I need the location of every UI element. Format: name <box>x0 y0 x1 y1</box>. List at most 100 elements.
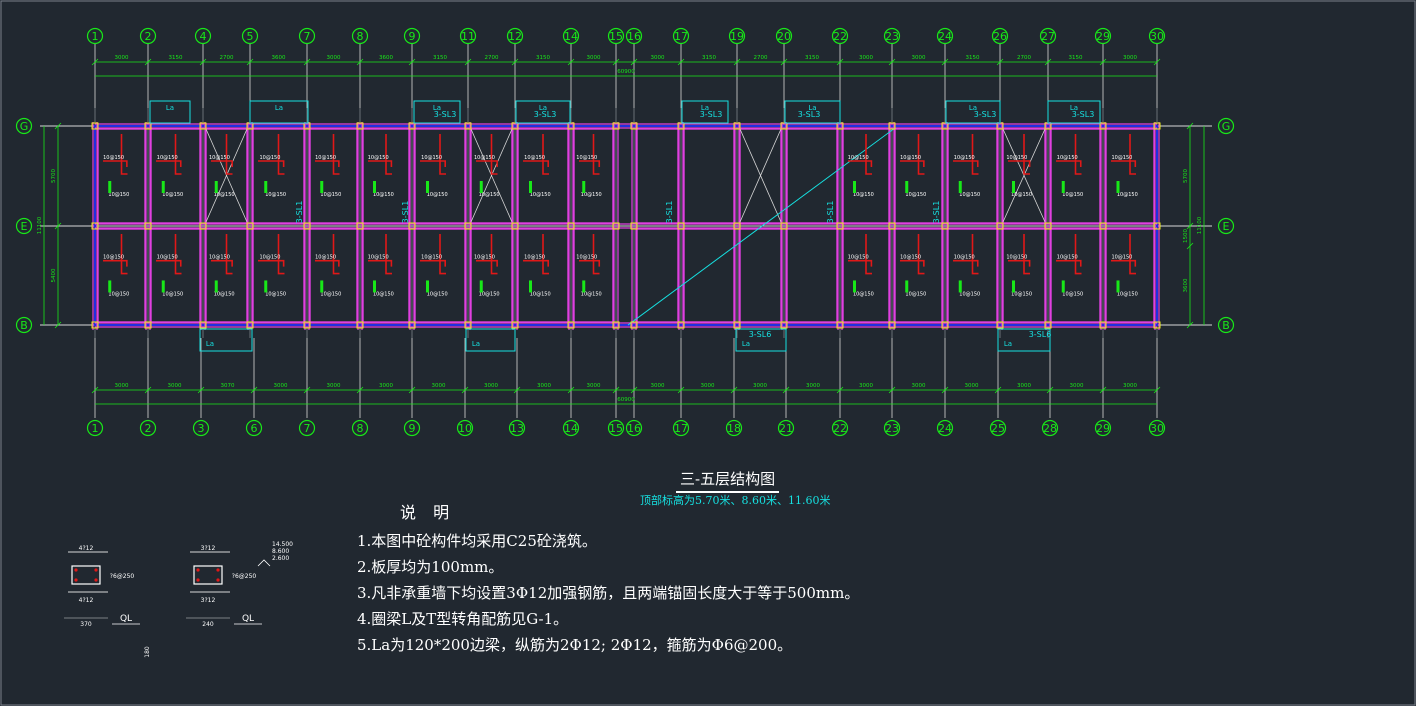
right-dim-total: 11100 <box>1197 216 1203 234</box>
column <box>567 122 575 130</box>
bottom-axis-label-bubble <box>831 419 849 437</box>
notes-heading: 说 明 <box>400 503 456 522</box>
rebar-spec: 10@150 <box>315 155 336 161</box>
beam-label: 3-SL1 <box>401 201 410 224</box>
bottom-dim-label: 3000 <box>1017 383 1031 389</box>
rebar-spec: 10@150 <box>479 192 500 198</box>
column <box>408 222 416 230</box>
rebar-spec: 10@150 <box>108 192 129 198</box>
rebar-mark <box>332 234 340 275</box>
bottom-dim-label: 3000 <box>912 383 926 389</box>
rebar-mark <box>420 259 446 267</box>
stair-cross <box>1002 128 1046 223</box>
detail-2-bar <box>196 578 200 582</box>
bottom-dim-label: 3000 <box>115 383 129 389</box>
rebar-mark <box>1056 160 1082 167</box>
rebar-spec: 10@150 <box>162 192 183 198</box>
rebar-mark <box>258 259 285 267</box>
column <box>91 321 99 329</box>
rebar-spec: 10@150 <box>1117 291 1138 297</box>
bottom-axis-label-bubble <box>86 419 104 437</box>
bottom-axis-label: 8 <box>357 422 364 435</box>
stair-cross <box>205 128 248 223</box>
top-dim-tick <box>1044 58 1052 66</box>
rebar-spec: 10@150 <box>421 155 442 161</box>
rebar-mark <box>315 259 340 267</box>
column <box>303 321 311 329</box>
edge-beam-tag: La <box>275 104 283 112</box>
top-axis-label: 27 <box>1041 30 1055 43</box>
bottom-dim-label: 3000 <box>327 383 341 389</box>
top-dim-label: 3000 <box>587 55 601 61</box>
rebar-tag <box>853 181 856 193</box>
column <box>356 122 364 130</box>
top-axis-label-bubble <box>936 27 954 45</box>
bottom-axis-label: 21 <box>779 422 793 435</box>
slab-panel <box>947 228 998 323</box>
top-dim-tick <box>511 58 519 66</box>
rebar-tag <box>479 181 483 193</box>
rebar-spec: 10@150 <box>581 192 602 198</box>
column <box>464 222 472 230</box>
slab-panel <box>842 228 890 323</box>
rebar-mark <box>315 160 340 167</box>
column <box>91 122 99 130</box>
slab-panel <box>739 128 782 224</box>
slab-panel <box>786 228 838 323</box>
bottom-axis-label-bubble <box>245 419 263 437</box>
rebar-spec: 10@150 <box>576 255 597 261</box>
detail-2-bar <box>216 578 220 582</box>
top-dim-tick <box>836 58 844 66</box>
rebar-spec: 10@150 <box>1111 255 1132 261</box>
right-row-label: G <box>1222 120 1231 133</box>
rebar-spec: 10@150 <box>368 155 389 161</box>
rebar-mark <box>368 259 393 267</box>
slab-panel <box>470 228 513 323</box>
edge-beam-box <box>945 100 1001 124</box>
top-dim-label: 3150 <box>1069 55 1083 61</box>
column <box>303 222 311 230</box>
beam-label: 3-SL6 <box>749 330 772 339</box>
rebar-mark <box>848 160 873 167</box>
rebar-mark <box>490 134 498 175</box>
rebar-tag <box>1012 280 1015 293</box>
rebar-spec: 10@150 <box>848 255 869 261</box>
rebar-spec: 10@150 <box>108 291 129 297</box>
bottom-axis-label: 2 <box>145 422 152 435</box>
top-dim-tick <box>1099 58 1107 66</box>
rebar-spec: 10@150 <box>259 155 280 161</box>
beam-label: 3-SL3 <box>974 110 997 119</box>
note-1: 1.本图中砼构件均采用C25砼浇筑。 <box>357 532 597 550</box>
top-axis-label: 7 <box>304 30 311 43</box>
bottom-axis-label: 30 <box>1150 422 1164 435</box>
right-row-label-bubble <box>1217 217 1235 235</box>
edge-beam-tag: La <box>1070 104 1078 112</box>
rebar-tag <box>108 181 112 193</box>
rebar-mark <box>120 234 128 275</box>
bottom-dim-label: 3000 <box>587 383 601 389</box>
beam-label: 3-SL1 <box>665 201 674 224</box>
slab-panel <box>1105 228 1155 323</box>
rebar-tag <box>214 181 218 193</box>
column <box>464 321 472 329</box>
slab-panel <box>252 128 305 224</box>
slab-panel <box>1002 228 1046 323</box>
column <box>408 321 416 329</box>
rebar-mark <box>156 160 182 167</box>
rebar-mark <box>900 259 925 267</box>
column <box>780 122 788 130</box>
rebar-mark <box>542 134 549 175</box>
right-dim-tick <box>1186 242 1194 250</box>
column <box>677 321 685 329</box>
top-axis-label: 22 <box>833 30 847 43</box>
left-row-label: E <box>21 220 28 233</box>
top-axis-label: 16 <box>627 30 641 43</box>
rebar-tag <box>529 181 532 193</box>
slab-panel <box>636 228 679 323</box>
column <box>733 122 741 130</box>
detail-1-bar <box>74 568 78 572</box>
bottom-dim-tick <box>461 386 469 394</box>
slab-panel <box>1105 128 1155 224</box>
bottom-axis-label-bubble <box>1094 419 1112 437</box>
top-axis-label-bubble <box>672 27 690 45</box>
